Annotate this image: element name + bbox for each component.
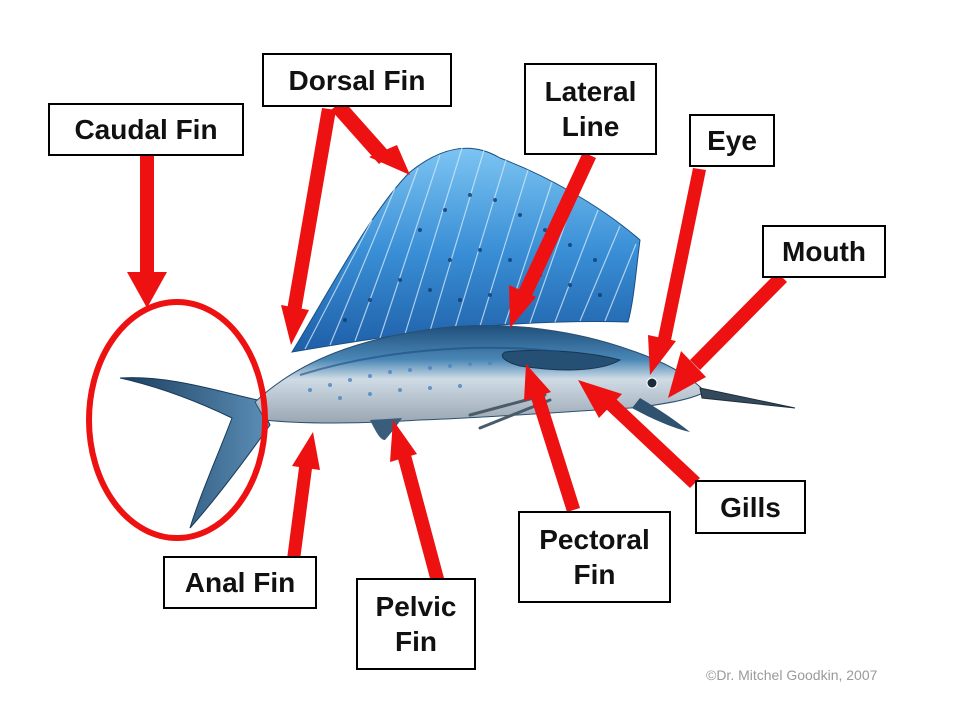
fish-eye bbox=[646, 377, 658, 389]
arrow-anal-fin bbox=[287, 432, 320, 560]
arrow-dorsal-fin-right bbox=[331, 100, 410, 175]
label-mouth-text: Mouth bbox=[782, 236, 866, 267]
label-mouth: Mouth bbox=[762, 225, 886, 278]
label-gills: Gills bbox=[695, 480, 806, 534]
arrow-lateral-line bbox=[509, 152, 596, 328]
label-dorsal-fin: Dorsal Fin bbox=[262, 53, 452, 107]
label-lateral-line-text-2: Line bbox=[561, 111, 620, 142]
label-pelvic-fin-text-1: Pelvic bbox=[375, 591, 457, 622]
arrow-gills bbox=[578, 380, 700, 488]
label-anal-fin: Anal Fin bbox=[163, 556, 317, 609]
arrows bbox=[127, 100, 787, 582]
arrow-eye bbox=[648, 168, 706, 375]
label-eye: Eye bbox=[689, 114, 775, 167]
label-anal-fin-text: Anal Fin bbox=[184, 567, 296, 598]
label-dorsal-fin-text: Dorsal Fin bbox=[288, 64, 426, 96]
label-eye-text: Eye bbox=[707, 125, 757, 156]
lateral-line-stripe bbox=[299, 346, 561, 376]
label-pelvic-fin-text-2: Fin bbox=[395, 626, 437, 657]
arrow-pectoral-fin bbox=[524, 364, 580, 512]
label-gills-text: Gills bbox=[720, 491, 781, 523]
label-pectoral-fin: Pectoral Fin bbox=[518, 511, 671, 603]
label-lateral-line: Lateral Line bbox=[524, 63, 657, 155]
tail bbox=[119, 377, 271, 529]
arrow-pelvic-fin bbox=[390, 420, 444, 582]
body-spots bbox=[308, 361, 492, 400]
copyright-credit: ©Dr. Mitchel Goodkin, 2007 bbox=[706, 667, 878, 683]
sail-rays bbox=[304, 147, 637, 350]
lower-jaw bbox=[632, 398, 690, 432]
label-caudal-fin-text: Caudal Fin bbox=[74, 114, 218, 145]
sailfish-illustration bbox=[119, 147, 796, 529]
label-caudal-fin: Caudal Fin bbox=[48, 103, 244, 156]
caudal-fin-highlight bbox=[86, 299, 268, 541]
arrow-caudal-fin bbox=[127, 155, 167, 308]
arrow-dorsal-fin-left bbox=[281, 108, 336, 345]
bill bbox=[699, 387, 796, 409]
label-pelvic-fin: Pelvic Fin bbox=[356, 578, 476, 670]
label-pectoral-fin-text-2: Fin bbox=[573, 559, 616, 590]
label-pectoral-fin-text-1: Pectoral bbox=[539, 524, 650, 555]
arrow-mouth bbox=[668, 272, 787, 398]
label-lateral-line-text-1: Lateral bbox=[544, 76, 637, 107]
